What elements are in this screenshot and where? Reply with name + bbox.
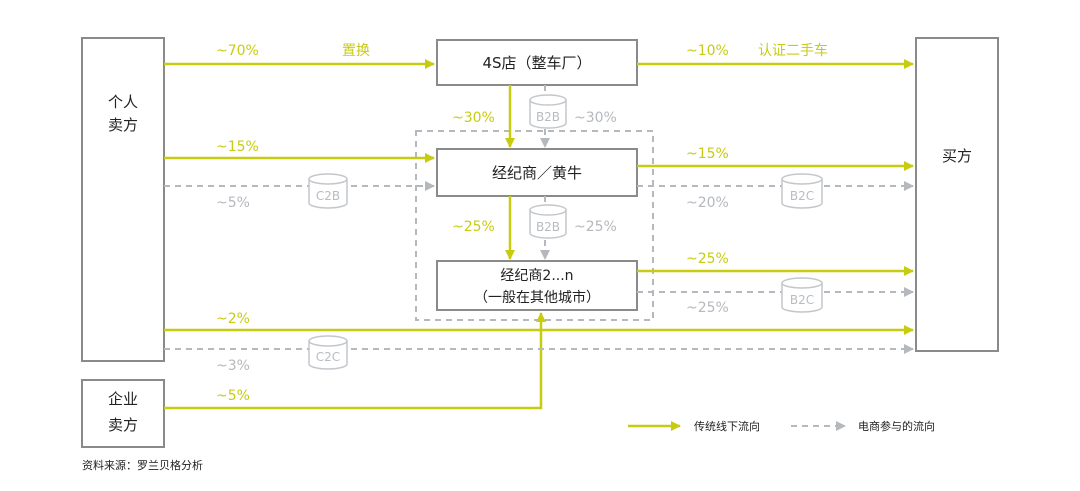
dealer-4s-label: 4S店（整车厂） — [482, 54, 591, 72]
label-brokern-to-buyer-dashed: ~25% — [686, 300, 729, 316]
c2b-cylinder: C2B — [308, 173, 348, 209]
buyer-box: 买方 — [915, 37, 999, 352]
broker-n-line2: （一般在其他城市） — [474, 289, 600, 306]
b2b-cylinder-mid: B2B — [529, 204, 567, 239]
enterprise-seller-line1: 企业 — [108, 390, 138, 408]
source-note: 资料来源：罗兰贝格分析 — [82, 458, 203, 472]
label-brokern-to-buyer-solid: ~25% — [686, 251, 729, 267]
enterprise-seller-box: 企业 卖方 — [81, 379, 165, 448]
broker-region — [415, 130, 654, 321]
label-4s-to-buyer-pct: ~10% — [686, 43, 729, 59]
broker-box: 经纪商／黄牛 — [436, 148, 638, 197]
broker-n-box: 经纪商2...n （一般在其他城市） — [436, 260, 638, 311]
c2b-label: C2B — [316, 189, 340, 203]
label-4s-to-broker-solid: ~30% — [452, 110, 495, 126]
b2c-top-label: B2C — [790, 189, 814, 203]
label-broker-to-buyer-solid: ~15% — [686, 146, 729, 162]
broker-n-line1: 经纪商2...n — [500, 268, 573, 284]
label-ind-to-buyer-dashed: ~3% — [216, 358, 250, 374]
b2c-cylinder-top: B2C — [781, 173, 823, 209]
label-4s-to-broker-dashed: ~30% — [574, 110, 617, 126]
individual-seller-box: 个人 卖方 — [81, 37, 165, 362]
label-ind-to-broker-dashed: ~5% — [216, 195, 250, 211]
individual-seller-line1: 个人 — [108, 93, 138, 111]
b2b-cylinder-top: B2B — [529, 94, 567, 129]
b2c-bottom-label: B2C — [790, 293, 814, 307]
buyer-label: 买方 — [942, 147, 972, 165]
label-broker-to-brokern-solid: ~25% — [452, 219, 495, 235]
legend-traditional-label: 传统线下流向 — [694, 419, 760, 433]
b2b-mid-label: B2B — [536, 220, 560, 234]
label-ind-to-buyer-solid: ~2% — [216, 311, 250, 327]
label-ind-to-broker-solid: ~15% — [216, 139, 259, 155]
individual-seller-line2: 卖方 — [108, 116, 138, 134]
label-broker-to-buyer-dashed: ~20% — [686, 195, 729, 211]
broker-label: 经纪商／黄牛 — [492, 164, 582, 182]
c2c-cylinder: C2C — [308, 335, 348, 370]
c2c-label: C2C — [316, 350, 340, 364]
b2b-top-label: B2B — [536, 110, 560, 124]
dealer-4s-box: 4S店（整车厂） — [436, 39, 638, 86]
legend-ecommerce-label: 电商参与的流向 — [858, 419, 935, 433]
b2c-cylinder-bottom: B2C — [781, 277, 823, 313]
enterprise-seller-line2: 卖方 — [108, 416, 138, 434]
label-ent-to-brokern-solid: ~5% — [216, 388, 250, 404]
label-ind-to-4s-pct: ~70% — [216, 43, 259, 59]
legend: 传统线下流向 电商参与的流向 — [628, 419, 935, 433]
label-broker-to-brokern-dashed: ~25% — [574, 219, 617, 235]
flow-ent-to-brokern — [164, 312, 546, 410]
label-ind-to-4s-note: 置换 — [342, 42, 370, 59]
label-4s-to-buyer-note: 认证二手车 — [758, 42, 828, 59]
